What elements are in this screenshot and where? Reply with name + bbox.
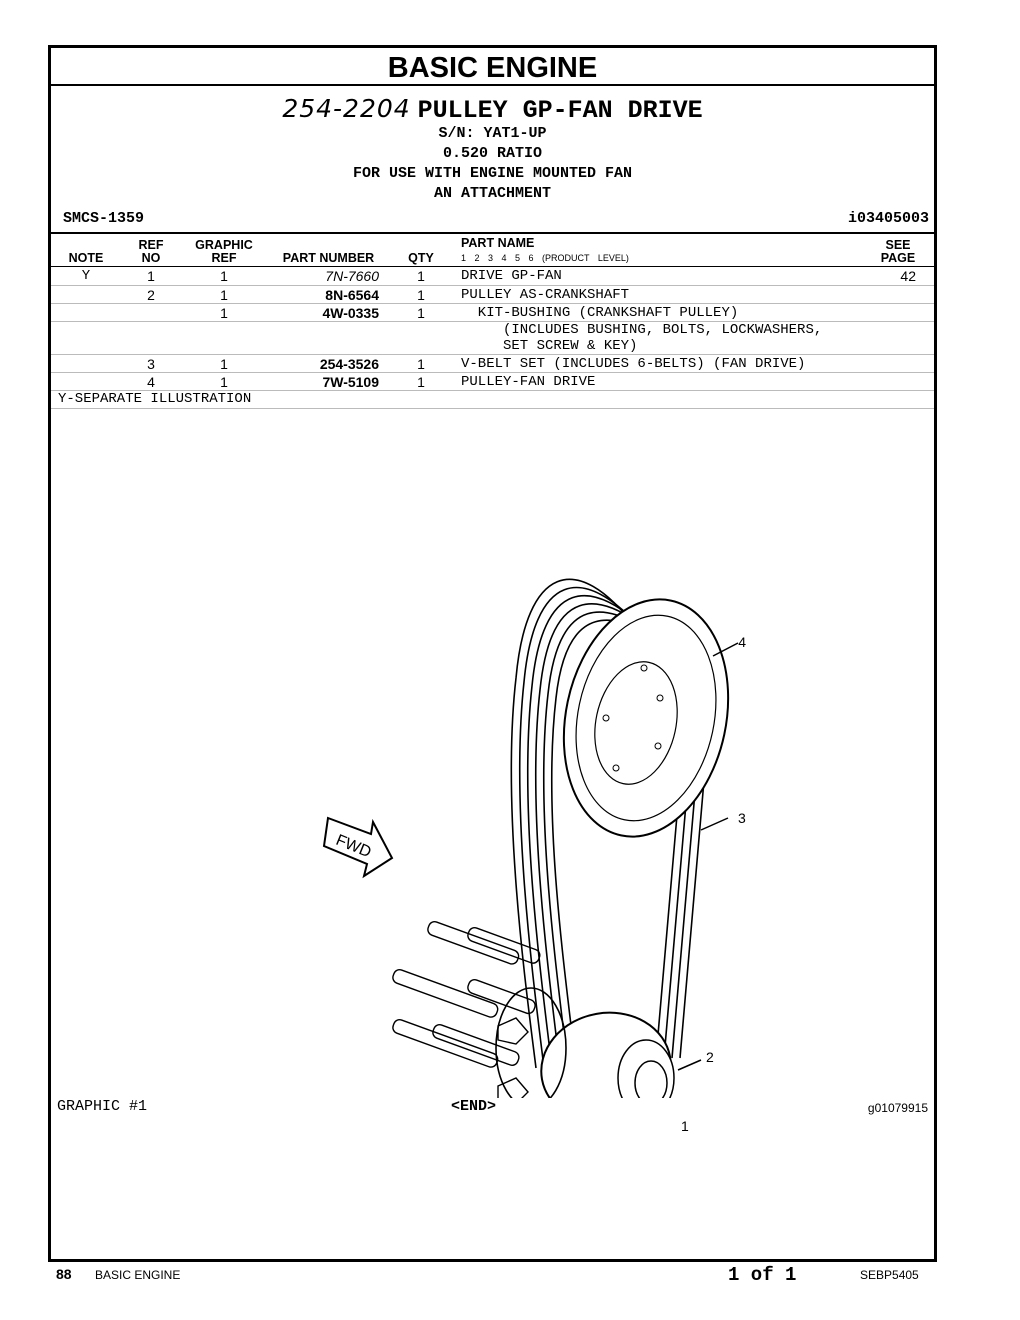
row-graphic-ref: 1 bbox=[220, 287, 228, 303]
table-top-rule bbox=[51, 232, 934, 234]
doc-id: SEBP5405 bbox=[860, 1268, 919, 1282]
footer-section: BASIC ENGINE bbox=[95, 1268, 181, 1282]
col-qty: QTY bbox=[408, 251, 434, 265]
callout-1: 1 bbox=[681, 1118, 689, 1134]
ratio: 0.520 RATIO bbox=[442, 145, 543, 162]
group-part-number: 254-2204 bbox=[282, 94, 411, 123]
row-divider bbox=[51, 372, 934, 373]
footnote: Y-SEPARATE ILLUSTRATION bbox=[58, 391, 252, 407]
row-part-number: 254-3526 bbox=[319, 356, 379, 372]
group-title: 254-2204 PULLEY GP-FAN DRIVE bbox=[51, 94, 934, 125]
col-see-page-line1: SEE bbox=[885, 238, 911, 252]
col-see-page-line2: PAGE bbox=[880, 251, 916, 265]
pulley-illustration: FWD 4 3 2 bbox=[322, 578, 746, 1098]
col-graphic-ref-line1: GRAPHIC bbox=[195, 238, 253, 252]
callout-leaders bbox=[677, 642, 739, 1071]
col-ref-no-line2: NO bbox=[141, 251, 161, 265]
usage-note: FOR USE WITH ENGINE MOUNTED FAN bbox=[352, 165, 633, 182]
attachment-note: AN ATTACHMENT bbox=[433, 185, 552, 202]
row-graphic-ref: 1 bbox=[220, 356, 228, 372]
bolts bbox=[392, 920, 567, 1098]
row-ref: 1 bbox=[147, 268, 155, 284]
fwd-arrow: FWD bbox=[322, 816, 394, 879]
col-note: NOTE bbox=[68, 251, 104, 265]
graphic-label: GRAPHIC #1 bbox=[57, 1098, 148, 1115]
page-frame: BASIC ENGINE 254-2204 PULLEY GP-FAN DRIV… bbox=[48, 45, 937, 1262]
row-qty: 1 bbox=[417, 287, 425, 303]
col-part-name: PART NAME bbox=[461, 236, 535, 250]
row-note: Y bbox=[81, 268, 91, 284]
row-part-name: KIT-BUSHING (CRANKSHAFT PULLEY) bbox=[461, 305, 739, 321]
row-part-number: 8N-6564 bbox=[325, 287, 379, 303]
row-ref: 3 bbox=[147, 356, 155, 372]
row-part-number: 7N-7660 bbox=[325, 268, 379, 284]
product-level-scale: 1 2 3 4 5 6 (PRODUCT LEVEL) bbox=[461, 253, 629, 263]
row-ref: 2 bbox=[147, 287, 155, 303]
row-divider bbox=[51, 303, 934, 304]
row-part-name: PULLEY AS-CRANKSHAFT bbox=[461, 287, 630, 303]
col-ref-no: REF NO bbox=[131, 239, 171, 265]
row-graphic-ref: 1 bbox=[220, 268, 228, 284]
group-name: PULLEY GP-FAN DRIVE bbox=[417, 96, 703, 125]
row-qty: 1 bbox=[417, 268, 425, 284]
crank-pulley bbox=[540, 1011, 675, 1098]
row-qty: 1 bbox=[417, 305, 425, 321]
row-graphic-ref: 1 bbox=[220, 305, 228, 321]
callout-2: 2 bbox=[706, 1049, 714, 1065]
callout-4: 4 bbox=[738, 634, 746, 650]
row-part-number: 4W-0335 bbox=[322, 305, 379, 321]
col-see-page: SEE PAGE bbox=[876, 239, 920, 265]
row-qty: 1 bbox=[417, 356, 425, 372]
row-part-name: (INCLUDES BUSHING, BOLTS, LOCKWASHERS, S… bbox=[503, 322, 823, 354]
header-rule bbox=[51, 266, 934, 267]
page-of: 1 of 1 bbox=[728, 1264, 797, 1286]
row-divider bbox=[51, 321, 934, 322]
callout-3: 3 bbox=[738, 810, 746, 826]
serial-number: S/N: YAT1-UP bbox=[438, 125, 547, 142]
row-part-name: DRIVE GP-FAN bbox=[461, 268, 562, 284]
row-part-name: V-BELT SET (INCLUDES 6-BELTS) (FAN DRIVE… bbox=[461, 356, 806, 372]
row-divider bbox=[51, 354, 934, 355]
row-graphic-ref: 1 bbox=[220, 374, 228, 390]
page-number: 88 bbox=[56, 1266, 72, 1282]
page-title: BASIC ENGINE bbox=[51, 48, 934, 86]
graphic-id: g01079915 bbox=[867, 1101, 928, 1115]
info-id: i03405003 bbox=[847, 210, 929, 227]
col-graphic-ref: GRAPHIC REF bbox=[191, 239, 257, 265]
row-see-page: 42 bbox=[900, 268, 916, 284]
col-part-number: PART NUMBER bbox=[282, 251, 375, 265]
col-graphic-ref-line2: REF bbox=[211, 251, 237, 265]
row-divider bbox=[51, 285, 934, 286]
row-part-name: PULLEY-FAN DRIVE bbox=[461, 374, 596, 390]
fan-pulley bbox=[562, 598, 730, 838]
smcs-code: SMCS-1359 bbox=[63, 210, 145, 227]
row-part-number: 7W-5109 bbox=[322, 374, 379, 390]
row-qty: 1 bbox=[417, 374, 425, 390]
footnote-rule bbox=[51, 408, 934, 409]
row-divider bbox=[51, 390, 934, 391]
end-marker: <END> bbox=[451, 1098, 497, 1115]
row-ref: 4 bbox=[147, 374, 155, 390]
col-ref-no-line1: REF bbox=[138, 238, 164, 252]
